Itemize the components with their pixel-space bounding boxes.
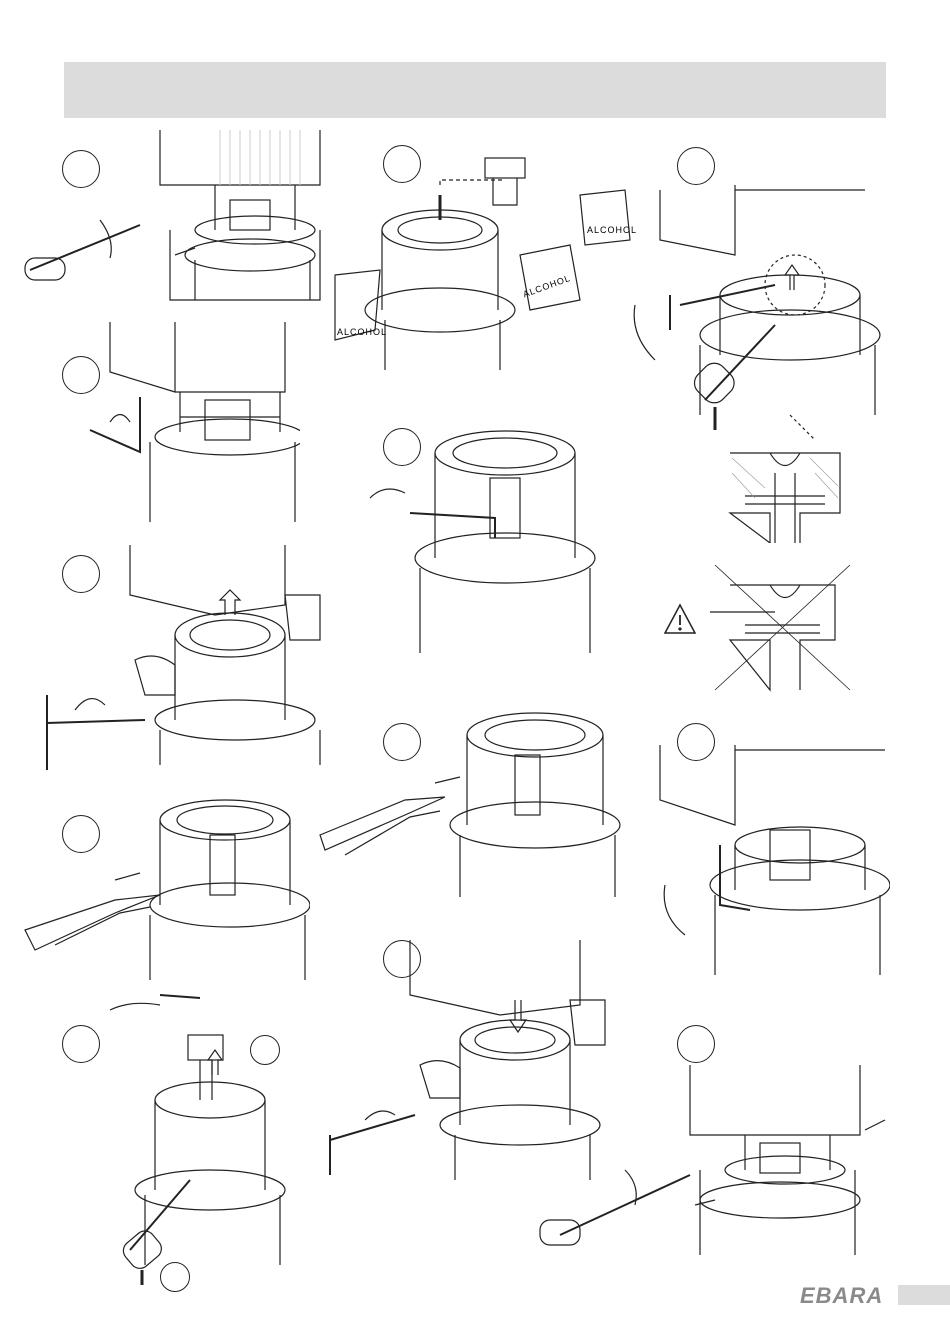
page-number-tab [898,1285,950,1305]
figure-step-2 [85,322,300,527]
figure-step-5 [100,990,300,1285]
step-5-circle [62,1025,100,1063]
section-drawing [720,448,850,543]
pump-illustration [365,418,615,658]
detail-cross-section-b [660,565,860,695]
figure-step-12 [530,1065,895,1265]
figure-step-8 [315,705,625,900]
figure-step-10 [625,185,895,440]
step-12-circle [677,1025,715,1063]
header-band [64,62,886,118]
pump-illustration [35,545,350,770]
pump-illustration [625,185,895,440]
pump-illustration [100,990,300,1285]
pump-illustration: ALCOHOL ALCOHOL ALCOHOL [325,140,640,375]
pump-illustration [85,322,300,527]
brand-logo: EBARA [800,1283,883,1309]
figure-step-4 [20,795,310,985]
pump-illustration [20,795,310,985]
figure-step-3 [35,545,350,770]
figure-step-11 [650,745,890,980]
detail-cross-section-a [720,448,850,543]
pump-illustration [20,130,340,305]
bottle-label-1: ALCOHOL [337,327,387,337]
figure-step-1 [20,130,340,305]
pump-illustration [650,745,890,980]
step-10-circle [677,147,715,185]
figure-step-6: ALCOHOL ALCOHOL ALCOHOL [325,140,640,375]
bottle-label-2: ALCOHOL [522,273,572,300]
pump-illustration [530,1065,895,1265]
figure-step-7 [365,418,615,658]
pump-illustration [315,705,625,900]
section-drawing [660,565,860,695]
